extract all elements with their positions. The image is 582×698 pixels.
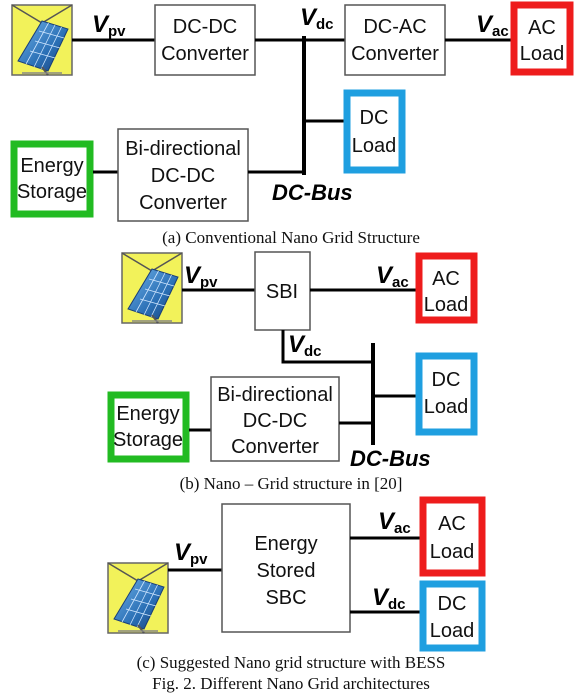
caption-c: (c) Suggested Nano grid structure with B…: [137, 653, 446, 672]
solar-panel-icon: [107, 562, 169, 634]
bidirectional-converter: [210, 376, 340, 462]
dc-load-label-2: Load: [430, 620, 475, 642]
ac-load-label-1: AC: [528, 17, 556, 39]
bidir-label-3: Converter: [139, 192, 227, 214]
vdc-label: Vdc: [372, 584, 406, 613]
caption-b: (b) Nano – Grid structure in [20]: [180, 474, 403, 493]
diagram-c: Vpv Energy Stored SBC Vac AC Load Vdc DC…: [107, 496, 486, 672]
storage-label-1: Energy: [20, 155, 83, 177]
sbi-label: SBI: [266, 281, 298, 303]
storage-label-2: Storage: [17, 181, 87, 203]
dc-bus-label: DC-Bus: [272, 180, 353, 205]
bidir-label-2: DC-DC: [243, 410, 307, 432]
dc-ac-label-1: DC-AC: [363, 16, 426, 38]
ac-load-label-1: AC: [438, 513, 466, 535]
bidir-label-2: DC-DC: [151, 165, 215, 187]
solar-panel-icon: [121, 252, 183, 324]
dc-load-label-1: DC: [432, 369, 461, 391]
ac-load-label-1: AC: [432, 268, 460, 290]
caption-a: (a) Conventional Nano Grid Structure: [162, 228, 420, 247]
vpv-label: Vpv: [184, 262, 218, 291]
ac-load-label-2: Load: [430, 541, 475, 563]
storage-label-1: Energy: [116, 403, 179, 425]
bidir-label-1: Bi-directional: [125, 138, 241, 160]
diagram-b: Vpv SBI Vac AC Load Vdc DC Load Energy S…: [107, 251, 478, 493]
dc-bus-label: DC-Bus: [350, 446, 431, 471]
dc-load-label-1: DC: [438, 593, 467, 615]
ac-load-label-2: Load: [424, 294, 469, 316]
vdc-label: Vdc: [300, 4, 334, 33]
ac-load: [510, 1, 574, 76]
dc-dc-label-2: Converter: [161, 43, 249, 65]
vpv-label: Vpv: [92, 11, 126, 40]
storage-label-2: Storage: [113, 429, 183, 451]
sbc-label-1: Energy: [254, 533, 317, 555]
dc-load: [419, 580, 486, 652]
sbi-block: [254, 251, 311, 331]
wire-sbi-bus: [281, 330, 373, 364]
vac-label: Vac: [378, 508, 411, 537]
vdc-label: Vdc: [288, 331, 322, 360]
dc-load-label-2: Load: [424, 396, 469, 418]
sbc-label-2: Stored: [257, 560, 316, 582]
figure-caption: Fig. 2. Different Nano Grid architecture…: [152, 674, 430, 693]
dc-load-label-2: Load: [352, 135, 397, 157]
sbc-label-3: SBC: [265, 587, 306, 609]
bidir-label-3: Converter: [231, 436, 319, 458]
energy-storage: [107, 391, 190, 463]
vpv-label: Vpv: [174, 539, 208, 568]
vac-label: Vac: [376, 262, 409, 291]
vac-label: Vac: [476, 11, 509, 40]
energy-storage: [10, 140, 94, 218]
ac-load: [415, 252, 478, 324]
dc-dc-label-1: DC-DC: [173, 16, 237, 38]
ac-load-label-2: Load: [520, 43, 565, 65]
energy-stored-sbc: [221, 503, 351, 633]
dc-ac-label-2: Converter: [351, 43, 439, 65]
bidir-label-1: Bi-directional: [217, 384, 333, 406]
dc-ac-converter: [344, 4, 446, 76]
dc-load: [343, 89, 406, 174]
diagram-a: Vpv DC-DC Converter Vdc DC-AC Converter …: [10, 1, 574, 247]
dc-load: [415, 352, 478, 436]
ac-load: [419, 496, 486, 577]
dc-load-label-1: DC: [360, 107, 389, 129]
bidirectional-converter: [117, 128, 249, 222]
solar-panel-icon: [11, 4, 73, 76]
